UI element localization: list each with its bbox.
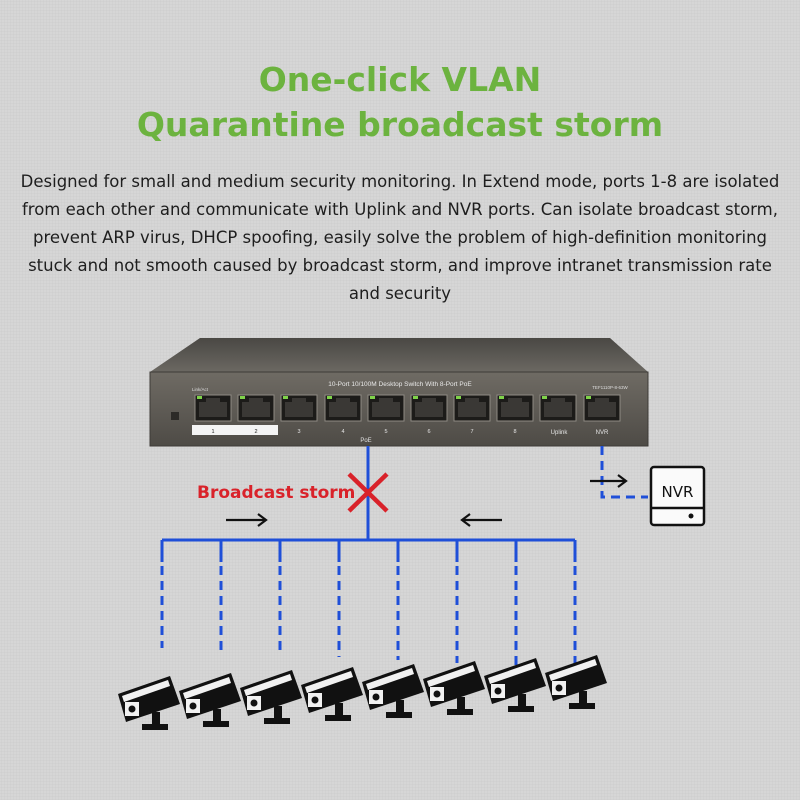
ethernet-port	[539, 394, 577, 422]
port-led	[197, 396, 202, 399]
nvr-link-line	[600, 446, 648, 499]
title-line-1: One-click VLAN	[258, 60, 542, 99]
security-camera-icon	[118, 676, 180, 730]
port-led	[240, 396, 245, 399]
uplink-port-label: Uplink	[551, 430, 569, 436]
port-led	[413, 396, 418, 399]
camera-group	[118, 655, 607, 730]
storm-cross-icon	[347, 472, 389, 513]
ethernet-port	[410, 394, 448, 422]
ethernet-port	[237, 394, 275, 422]
poe-label: PoE	[360, 438, 371, 444]
ethernet-port	[583, 394, 621, 422]
security-camera-icon	[362, 664, 424, 718]
port-number-label: 7	[470, 429, 473, 435]
port-led	[586, 396, 591, 399]
arrow-right-icon	[226, 513, 268, 527]
port-number-label: 4	[341, 429, 344, 435]
title-line-2: Quarantine broadcast storm	[136, 105, 664, 144]
port-number-label: 3	[297, 429, 300, 435]
ethernet-port	[496, 394, 534, 422]
power-led	[171, 412, 179, 420]
switch-ports: 1 2 3 4 5 6 7 8	[194, 394, 621, 435]
ethernet-port	[453, 394, 491, 422]
security-camera-icon	[179, 673, 241, 727]
ethernet-port	[324, 394, 362, 422]
port-number-label: 6	[427, 429, 430, 435]
port-number-label: 8	[513, 429, 516, 435]
ethernet-port	[194, 394, 232, 422]
ethernet-port	[367, 394, 405, 422]
nvr-device-icon	[649, 465, 706, 527]
security-camera-icon	[423, 661, 485, 715]
port-led	[283, 396, 288, 399]
port-led	[327, 396, 332, 399]
port-led	[370, 396, 375, 399]
link-act-label: Link/Act	[192, 387, 209, 392]
switch-model-code: TEF1110P-8-63W	[592, 385, 628, 390]
port-number-label: 1	[211, 429, 214, 435]
switch-top-face	[150, 338, 648, 372]
security-camera-icon	[240, 670, 302, 724]
port-label-strip	[192, 425, 278, 435]
port-led	[499, 396, 504, 399]
security-camera-icon	[484, 658, 546, 712]
ethernet-port	[280, 394, 318, 422]
arrow-right-icon	[590, 474, 628, 488]
security-camera-icon	[301, 667, 363, 721]
camera-drop-lines	[160, 540, 577, 669]
nvr-device-label: NVR	[662, 483, 694, 501]
port-led	[456, 396, 461, 399]
security-camera-icon	[545, 655, 607, 709]
switch-model-title: 10-Port 10/100M Desktop Switch With 8-Po…	[328, 381, 472, 388]
port-number-label: 5	[384, 429, 387, 435]
arrow-left-icon	[460, 513, 502, 527]
network-switch: 10-Port 10/100M Desktop Switch With 8-Po…	[149, 338, 649, 447]
description-text: Designed for small and medium security m…	[20, 172, 780, 303]
port-led	[542, 396, 547, 399]
port-number-label: 2	[254, 429, 257, 435]
broadcast-storm-label: Broadcast storm	[197, 483, 355, 503]
nvr-port-label: NVR	[596, 430, 609, 436]
